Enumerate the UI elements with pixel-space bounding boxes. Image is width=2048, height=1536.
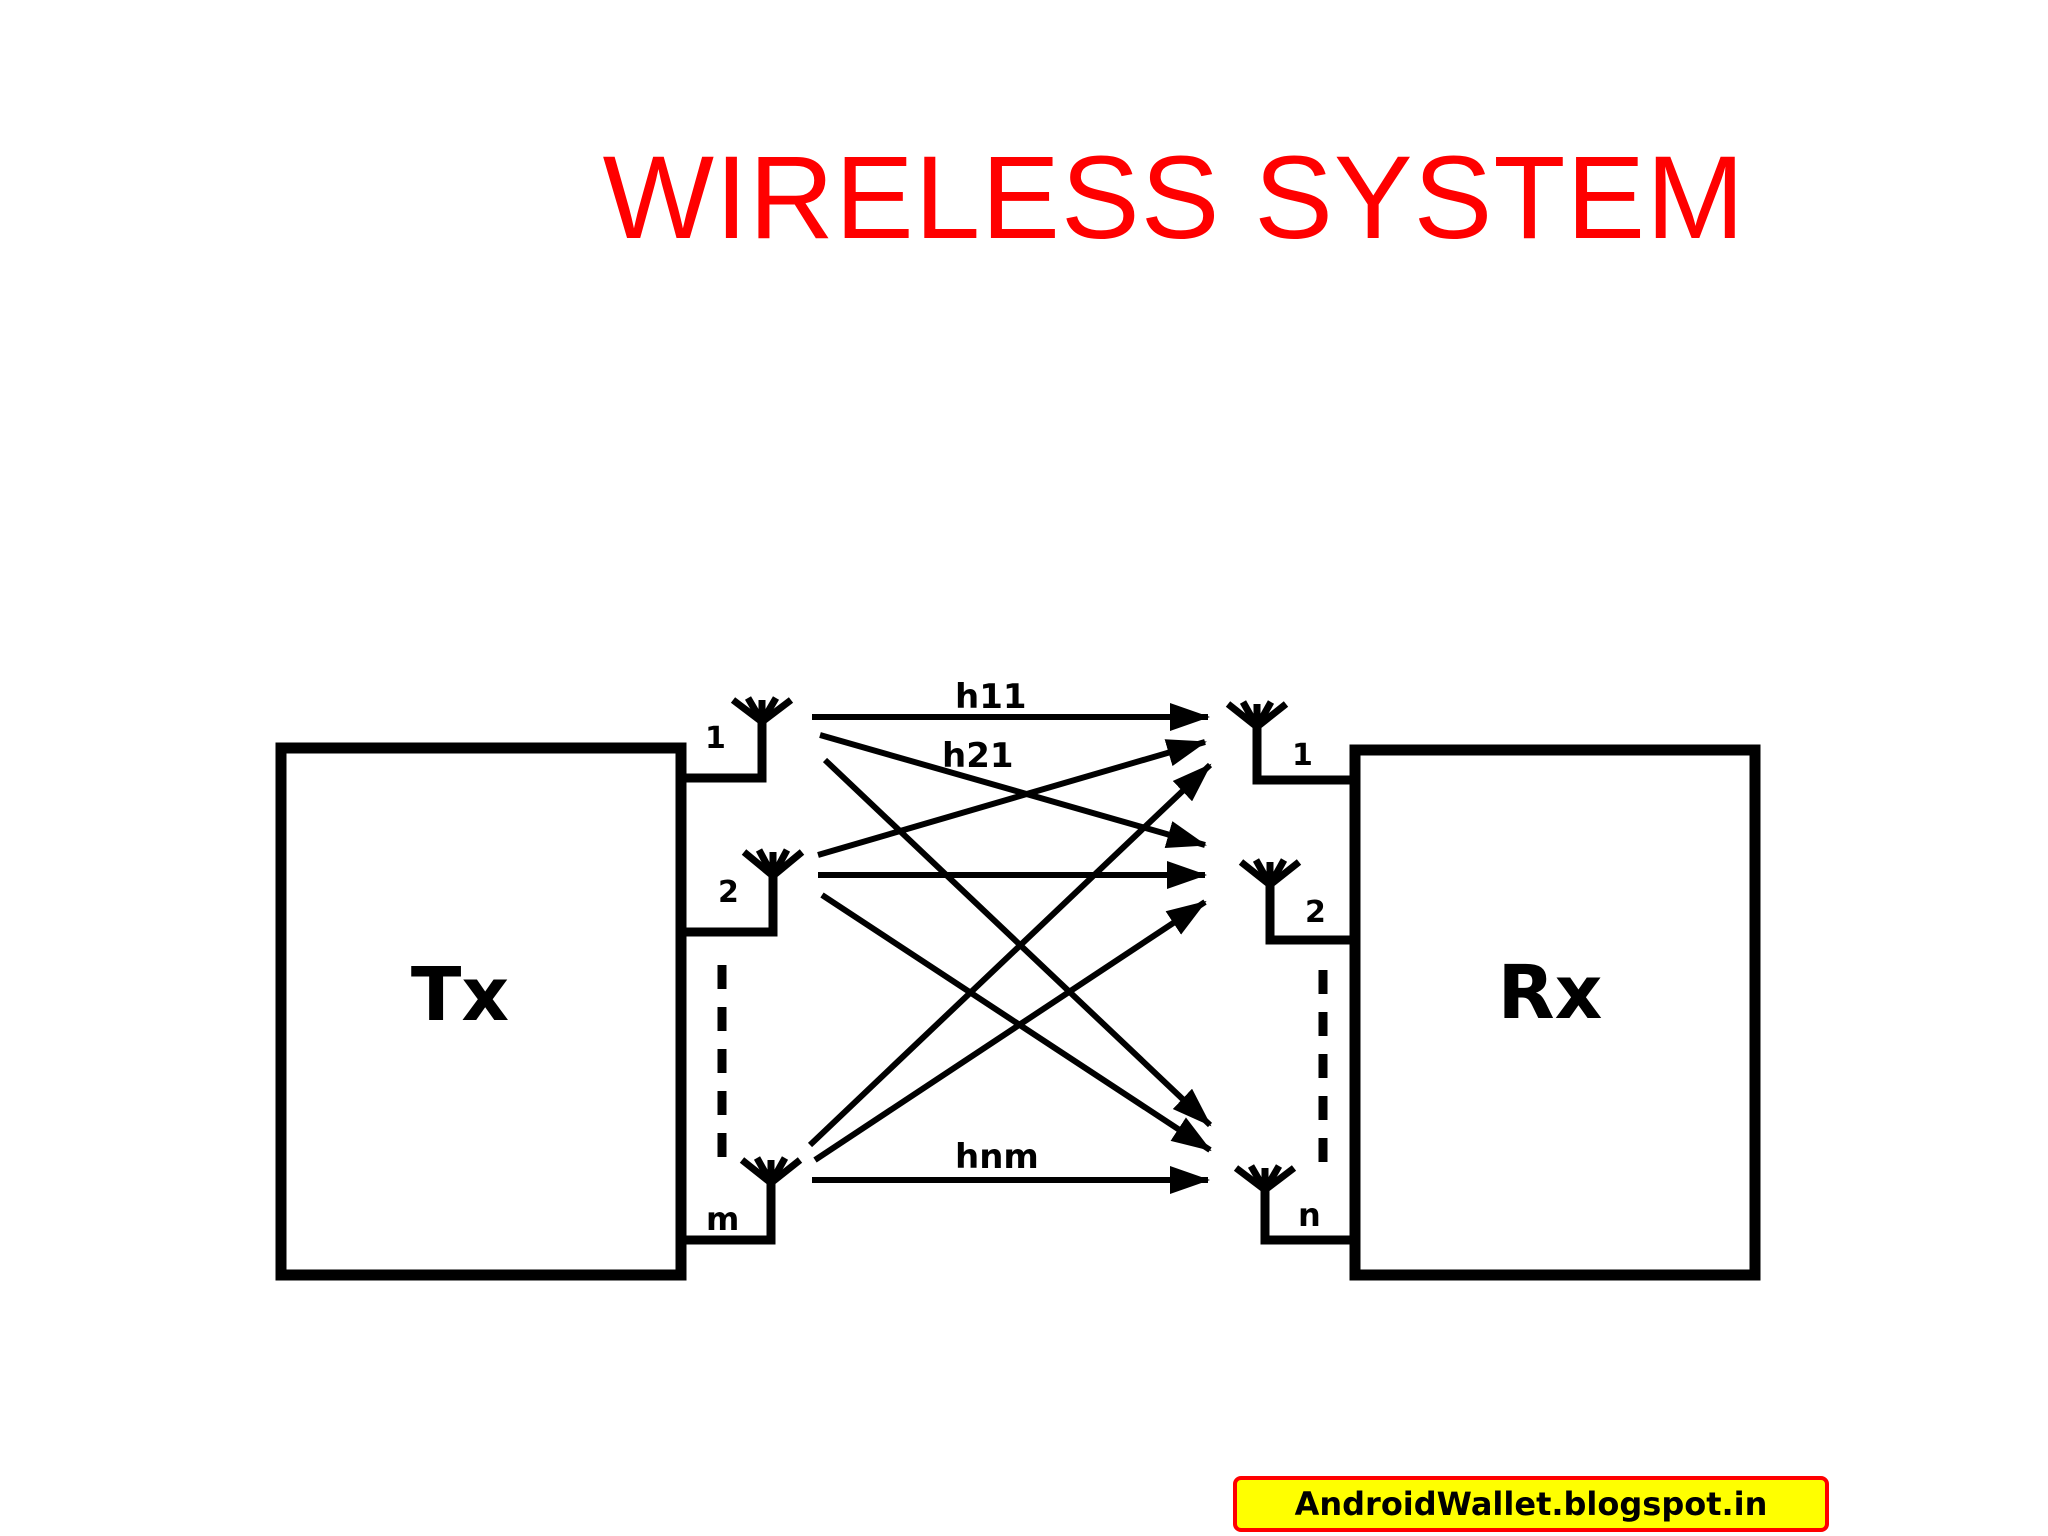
tx-label: Tx bbox=[411, 952, 509, 1038]
tx-box bbox=[275, 742, 687, 1281]
channel-label-h21: h21 bbox=[942, 736, 1014, 776]
arrow-h21 bbox=[817, 739, 1207, 858]
rx-feed-lines bbox=[1252, 722, 1355, 1245]
rx-antenna-2-icon bbox=[1238, 858, 1302, 898]
rx-antenna-1-icon bbox=[1225, 700, 1289, 740]
tx-feed-lines bbox=[681, 715, 778, 1245]
rx-antenna-2-label: 2 bbox=[1305, 895, 1326, 930]
channel-label-hnm: hnm bbox=[955, 1137, 1039, 1177]
channel-arrows bbox=[807, 703, 1213, 1194]
rx-label: Rx bbox=[1498, 950, 1603, 1036]
tx-antenna-1-label: 1 bbox=[705, 721, 726, 756]
slide-title: WIRELESS SYSTEM bbox=[602, 132, 1746, 264]
tx-antenna-2-label: 2 bbox=[718, 875, 739, 910]
rx-antenna-n-label: n bbox=[1298, 1196, 1321, 1234]
tx-antenna-1-icon bbox=[730, 696, 794, 735]
arrow-m-to-2 bbox=[813, 899, 1207, 1163]
tx-antenna-2-icon bbox=[741, 848, 805, 888]
rx-antenna-1-label: 1 bbox=[1292, 738, 1313, 773]
tx-antenna-m-label: m bbox=[706, 1200, 739, 1238]
arrow-m-to-1 bbox=[807, 762, 1213, 1148]
channel-label-h11: h11 bbox=[955, 677, 1027, 717]
arrow-2-to-n bbox=[820, 892, 1212, 1153]
rx-antenna-n-icon bbox=[1233, 1164, 1297, 1203]
tx-antenna-m-icon bbox=[739, 1156, 803, 1195]
footer-badge: AndroidWallet.blogspot.in bbox=[1233, 1476, 1829, 1532]
arrow-1-to-n bbox=[822, 757, 1213, 1128]
rx-box bbox=[1349, 744, 1761, 1281]
